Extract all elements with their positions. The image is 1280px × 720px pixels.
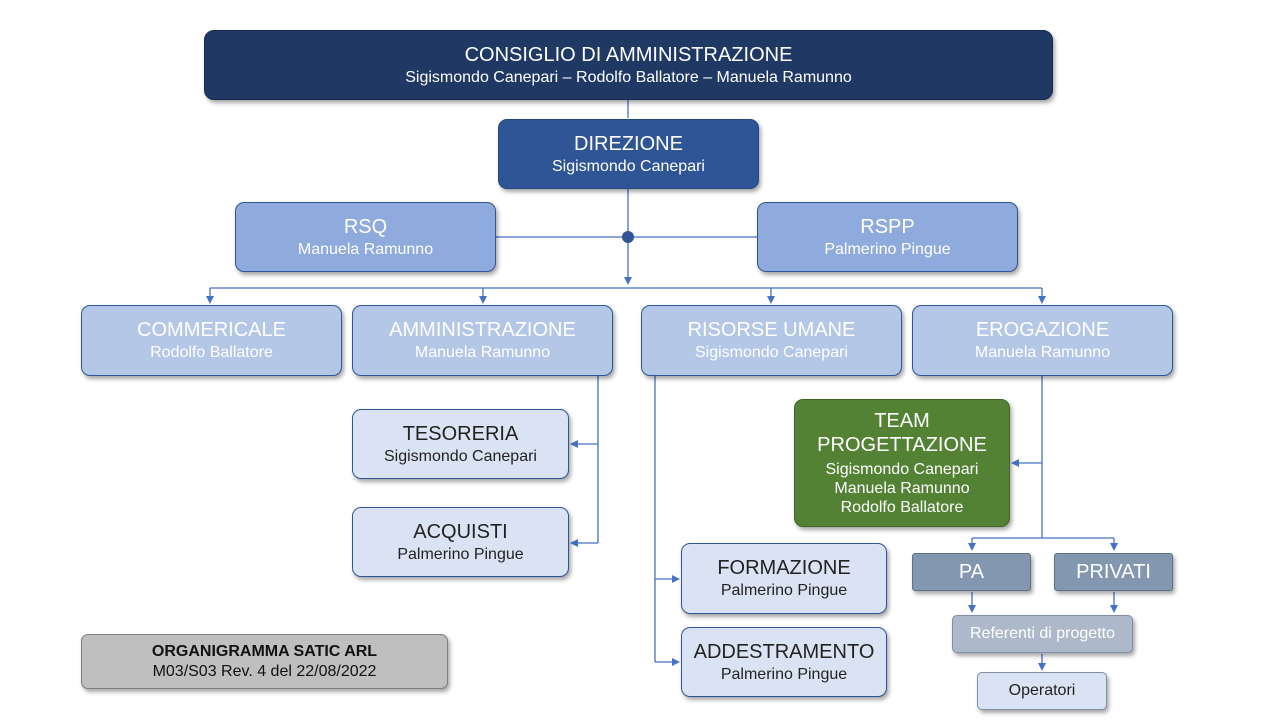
node-tesoreria: TESORERIA Sigismondo Canepari: [352, 409, 569, 479]
node-risorse-umane: RISORSE UMANE Sigismondo Canepari: [641, 305, 902, 376]
node-title: Referenti di progetto: [970, 625, 1115, 642]
node-formazione: FORMAZIONE Palmerino Pingue: [681, 543, 887, 614]
node-name: Palmerino Pingue: [720, 665, 848, 683]
node-name: Palmerino Pingue: [720, 582, 848, 599]
node-title: Operatori: [1008, 682, 1076, 699]
legend-title: ORGANIGRAMMA SATIC ARL: [151, 642, 378, 660]
node-operatori: Operatori: [977, 672, 1107, 710]
node-addestramento: ADDESTRAMENTO Palmerino Pingue: [681, 627, 887, 697]
node-title-line-1: TEAM: [874, 409, 930, 432]
node-name: Sigismondo Canepari: [825, 460, 979, 478]
node-title: PRIVATI: [1076, 560, 1151, 583]
node-title: ACQUISTI: [413, 520, 508, 543]
node-title: CONSIGLIO DI AMMINISTRAZIONE: [464, 43, 793, 66]
node-name: Rodolfo Ballatore: [840, 499, 964, 517]
document-legend: ORGANIGRAMMA SATIC ARL M03/S03 Rev. 4 de…: [81, 634, 448, 689]
node-commerciale: COMMERICALE Rodolfo Ballatore: [81, 305, 342, 376]
node-name: Manuela Ramunno: [974, 344, 1111, 361]
node-title: RSPP: [860, 215, 915, 238]
node-name: Rodolfo Ballatore: [150, 344, 273, 361]
node-acquisti: ACQUISTI Palmerino Pingue: [352, 507, 569, 577]
node-consiglio-amministrazione: CONSIGLIO DI AMMINISTRAZIONE Sigismondo …: [204, 30, 1053, 100]
node-name: Sigismondo Canepari: [552, 157, 705, 175]
node-name: Manuela Ramunno: [414, 344, 551, 361]
node-name: Sigismondo Canepari: [384, 447, 537, 465]
node-name: Sigismondo Canepari: [695, 344, 848, 361]
node-rsq: RSQ Manuela Ramunno: [235, 202, 496, 272]
node-title: ADDESTRAMENTO: [693, 640, 875, 663]
node-name: Manuela Ramunno: [297, 240, 434, 258]
node-title: FORMAZIONE: [717, 557, 851, 579]
node-team-progettazione: TEAM PROGETTAZIONE Sigismondo Canepari M…: [794, 399, 1010, 527]
node-referenti-di-progetto: Referenti di progetto: [952, 615, 1133, 653]
node-title: RISORSE UMANE: [687, 319, 856, 341]
node-name: Palmerino Pingue: [397, 545, 524, 563]
node-names: Sigismondo Canepari – Rodolfo Ballatore …: [405, 68, 852, 86]
node-title: PA: [958, 560, 985, 583]
node-title: RSQ: [343, 215, 388, 238]
node-pa: PA: [912, 553, 1031, 591]
node-title: COMMERICALE: [137, 319, 286, 341]
node-title: AMMINISTRAZIONE: [389, 319, 576, 341]
node-title: EROGAZIONE: [975, 319, 1110, 341]
node-amministrazione: AMMINISTRAZIONE Manuela Ramunno: [352, 305, 613, 376]
node-name: Manuela Ramunno: [834, 479, 970, 497]
legend-revision: M03/S03 Rev. 4 del 22/08/2022: [152, 662, 377, 680]
node-privati: PRIVATI: [1054, 553, 1173, 591]
node-title: TESORERIA: [402, 422, 519, 445]
node-direzione: DIREZIONE Sigismondo Canepari: [498, 119, 759, 189]
node-erogazione: EROGAZIONE Manuela Ramunno: [912, 305, 1173, 376]
node-rspp: RSPP Palmerino Pingue: [757, 202, 1018, 272]
node-name: Palmerino Pingue: [824, 240, 951, 258]
node-title-line-2: PROGETTAZIONE: [817, 433, 987, 456]
node-title: DIREZIONE: [574, 132, 683, 155]
junction-dot: [622, 231, 634, 243]
